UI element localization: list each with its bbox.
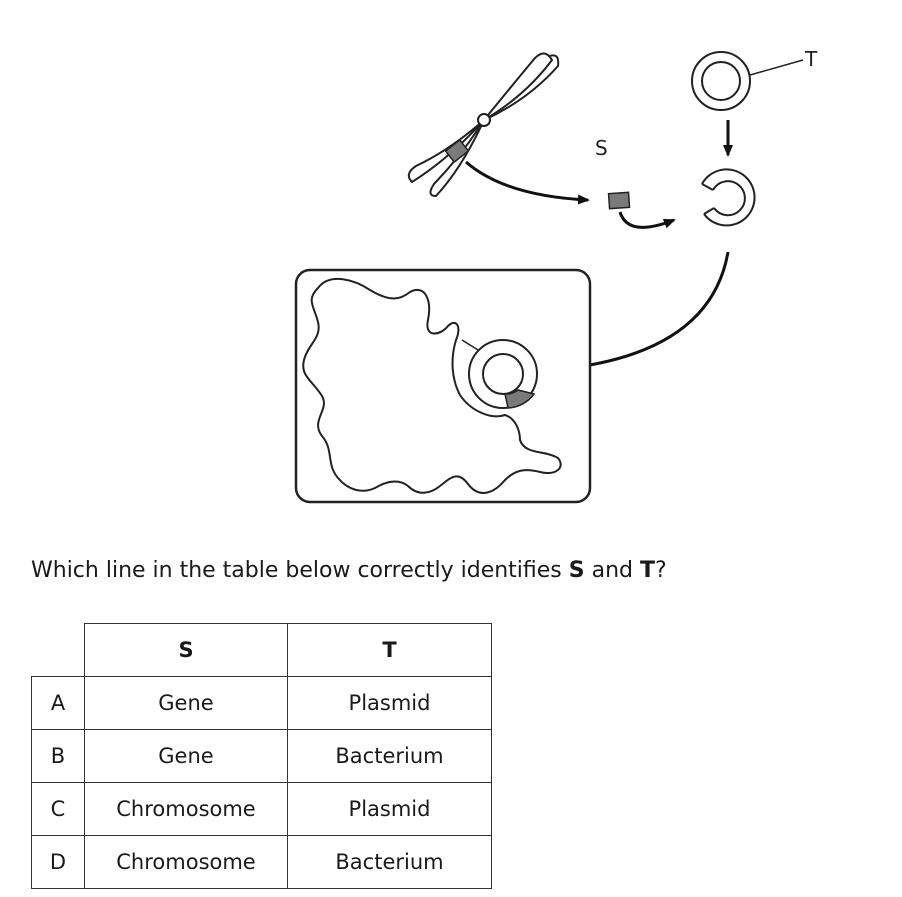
table-header-row: S T	[31, 623, 492, 677]
genetic-engineering-diagram: S T	[294, 47, 818, 504]
row-s-value: Gene	[84, 729, 288, 783]
plasmid-t	[691, 51, 751, 111]
gene-region-on-chromosome	[444, 138, 470, 164]
label-t-leader-line	[749, 59, 804, 76]
question-prefix: Which line in the table below correctly …	[31, 558, 569, 583]
table-row[interactable]: D Chromosome Bacterium	[31, 835, 492, 889]
recombinant-plasmid	[468, 339, 538, 409]
bacterial-cell-wall	[294, 268, 592, 504]
table-corner-cell	[31, 623, 85, 677]
row-letter: B	[31, 729, 85, 783]
row-s-value: Chromosome	[84, 782, 288, 836]
arrow-chromosome-to-gene	[465, 160, 590, 205]
inserted-gene-in-plasmid	[504, 389, 536, 409]
bacterial-chromosome-dna	[302, 277, 562, 494]
row-s-value: Gene	[84, 676, 288, 730]
arrow-gene-to-plasmid	[618, 211, 676, 229]
row-t-value: Plasmid	[287, 782, 492, 836]
header-t: T	[287, 623, 492, 677]
cut-plasmid	[701, 168, 756, 227]
row-t-value: Bacterium	[287, 729, 492, 783]
row-t-value: Bacterium	[287, 835, 492, 889]
question-s: S	[568, 558, 585, 583]
header-s: S	[84, 623, 288, 677]
question-text: Which line in the table below correctly …	[31, 558, 667, 583]
question-t: T	[640, 558, 656, 583]
label-s: S	[595, 136, 608, 160]
table-row[interactable]: B Gene Bacterium	[31, 729, 492, 783]
answer-table: S T A Gene Plasmid B Gene Bacterium C Ch…	[31, 623, 492, 889]
recombinant-plasmid-inner-gap	[461, 339, 479, 351]
gene-s-fragment	[607, 191, 631, 210]
row-letter: C	[31, 782, 85, 836]
label-t: T	[804, 47, 818, 71]
row-s-value: Chromosome	[84, 835, 288, 889]
row-letter: D	[31, 835, 85, 889]
question-middle: and	[584, 558, 641, 583]
row-t-value: Plasmid	[287, 676, 492, 730]
table-row[interactable]: C Chromosome Plasmid	[31, 782, 492, 836]
question-suffix: ?	[655, 558, 667, 583]
row-letter: A	[31, 676, 85, 730]
table-row[interactable]: A Gene Plasmid	[31, 676, 492, 730]
